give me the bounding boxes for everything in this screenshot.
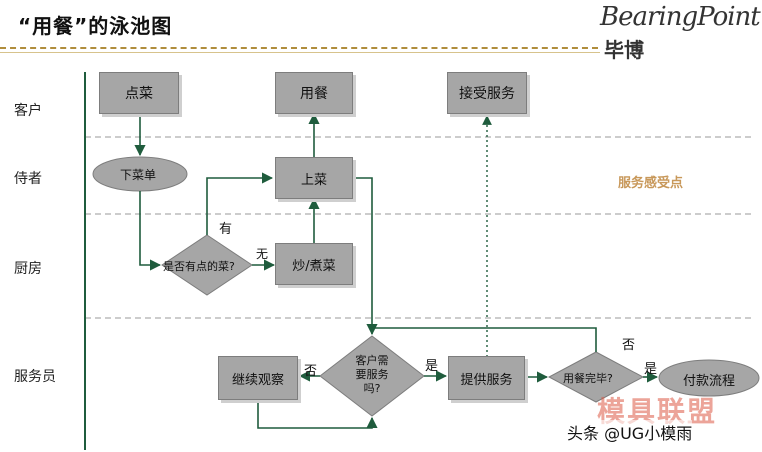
decision-meal-done — [547, 351, 645, 403]
lane-label-customer: 客户 — [14, 103, 42, 119]
node-cook: 炒/煮菜 — [275, 243, 353, 285]
decision-need-service-line3: 吗? — [363, 382, 381, 395]
brand-logo-cn: 毕博 — [604, 38, 644, 62]
decision-need-service-line2: 要服务 — [355, 368, 389, 381]
decision-meal-done-label: 用餐完毕? — [563, 372, 613, 385]
node-accept-service: 接受服务 — [447, 72, 527, 114]
edge-label-no-none: 无 — [256, 247, 269, 261]
decision-need-service — [319, 335, 425, 417]
edge-label-no-1: 否 — [304, 364, 318, 379]
arrow-meal-done-no-loop — [372, 327, 597, 352]
node-dine: 用餐 — [275, 72, 353, 114]
decision-check-ordered — [161, 234, 253, 296]
arrow-watch-loop — [257, 400, 378, 429]
lane-label-attendant: 服务员 — [14, 369, 56, 385]
edge-label-no-2: 否 — [622, 338, 636, 353]
title-divider — [0, 47, 598, 49]
service-point-label: 服务感受点 — [618, 176, 684, 191]
arrow-menu-to-check — [139, 191, 162, 271]
arrow-serve-to-need-service — [353, 177, 378, 336]
edge-label-yes-has: 有 — [219, 222, 233, 237]
decision-need-service-line1: 客户需 — [355, 354, 389, 367]
node-payment-shape — [658, 359, 760, 397]
node-menu-sheet-label: 下菜单 — [120, 168, 157, 182]
page-title: “用餐”的泳池图 — [18, 14, 173, 38]
node-provide-service: 提供服务 — [448, 356, 525, 400]
title-divider-thin — [0, 52, 600, 53]
node-order: 点菜 — [99, 72, 179, 114]
lane-label-waiter: 侍者 — [14, 171, 42, 187]
node-serve-dish: 上菜 — [275, 157, 353, 199]
arrow-check-yes-to-serve — [206, 172, 274, 235]
edge-label-yes-1: 是 — [425, 359, 439, 374]
node-keep-watch: 继续观察 — [218, 356, 298, 400]
brand-logo: BearingPoint — [600, 2, 761, 32]
decision-need-service-label: 客户需 要服务 吗? — [342, 354, 402, 396]
decision-check-ordered-label: 是否有点的菜? — [163, 260, 235, 273]
edge-label-yes-2: 是 — [644, 362, 658, 377]
node-payment-label: 付款流程 — [683, 374, 736, 389]
lane-label-kitchen: 厨房 — [14, 261, 42, 277]
